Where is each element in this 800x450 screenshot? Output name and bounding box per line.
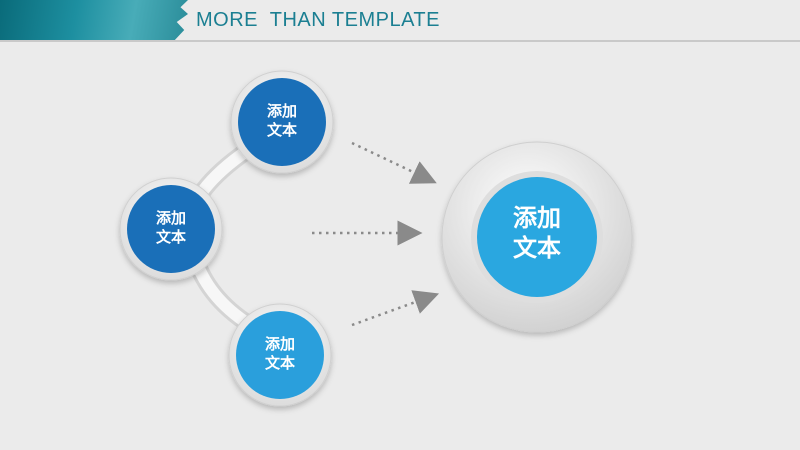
slide-title: MORE THAN TEMPLATE xyxy=(196,9,440,31)
node-bottom-line2: 文本 xyxy=(264,353,295,372)
arrow-top xyxy=(351,141,437,184)
node-bottom-label: 添加 文本 xyxy=(240,335,320,373)
node-bottom xyxy=(228,303,332,407)
node-middle-fill xyxy=(127,185,215,273)
node-middle-label: 添加 文本 xyxy=(131,209,211,247)
node-middle-line1: 添加 xyxy=(155,209,186,227)
node-top xyxy=(230,70,334,174)
node-bottom-line1: 添加 xyxy=(264,335,295,353)
header-divider xyxy=(0,40,800,42)
node-top-line2: 文本 xyxy=(266,120,297,139)
center-node-label: 添加 文本 xyxy=(477,203,597,263)
node-middle-line2: 文本 xyxy=(155,227,186,246)
center-node-line1: 添加 xyxy=(513,204,561,232)
header-banner xyxy=(0,0,188,40)
node-top-line1: 添加 xyxy=(266,102,297,120)
center-node-fill xyxy=(477,177,597,297)
node-top-label: 添加 文本 xyxy=(242,102,322,140)
node-top-fill xyxy=(238,78,326,166)
slide-header: MORE THAN TEMPLATE xyxy=(0,0,800,42)
center-node xyxy=(441,141,633,333)
node-bottom-fill xyxy=(236,311,324,399)
center-node-line2: 文本 xyxy=(513,234,561,262)
arrow-bottom xyxy=(351,290,440,327)
node-middle xyxy=(119,177,223,281)
